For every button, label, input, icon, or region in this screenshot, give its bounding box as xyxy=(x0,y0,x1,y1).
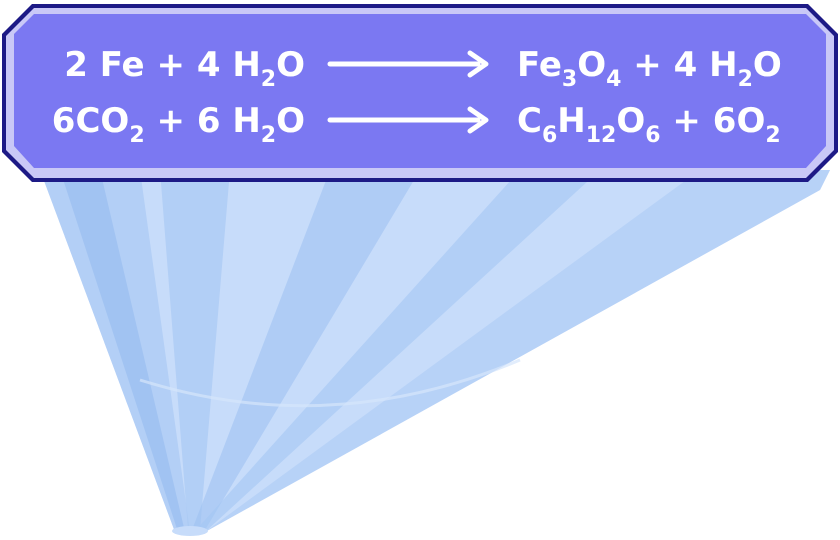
equation-1: 2 Fe + 4 H2O Fe3O4 + 4 H2O xyxy=(64,45,782,92)
eq1-products: Fe3O4 + 4 H2O xyxy=(517,45,782,92)
plus-sign: + xyxy=(156,101,185,141)
formula-text: O xyxy=(736,101,765,141)
plus-sign: + xyxy=(672,101,701,141)
formula-text: H xyxy=(557,101,585,141)
eq2-products: C6H12O6 + 6O2 xyxy=(517,101,781,148)
formula-text: 6 xyxy=(52,101,76,141)
subscript: 2 xyxy=(261,67,276,92)
formula-text: O xyxy=(276,45,305,85)
subscript: 2 xyxy=(129,123,144,148)
beam-tip xyxy=(172,526,208,536)
subscript: 6 xyxy=(645,123,660,148)
subscript: 2 xyxy=(765,123,780,148)
formula-text: 6 xyxy=(197,101,221,141)
formula-text: 4 xyxy=(197,45,221,85)
eq1-reactants: 2 Fe + 4 H2O xyxy=(64,45,305,92)
beam-streak-3 xyxy=(192,170,420,530)
formula-text: 4 xyxy=(674,45,698,85)
beam-streak-6 xyxy=(60,170,185,532)
eq2-reactants: 6CO2 + 6 H2O xyxy=(52,101,305,148)
formula-text: 6 xyxy=(713,101,737,141)
formula-text: H xyxy=(220,45,260,85)
subscript: 4 xyxy=(606,67,621,92)
formula-text: H xyxy=(220,101,260,141)
formula-text: O xyxy=(577,45,606,85)
subscript: 2 xyxy=(261,123,276,148)
subscript: 3 xyxy=(562,67,577,92)
formula-text: O xyxy=(276,101,305,141)
equation-banner xyxy=(2,4,838,182)
formula-text: C xyxy=(517,101,542,141)
formula-text: Fe xyxy=(517,45,562,85)
beam-streak-5 xyxy=(205,170,830,532)
equation-2: 6CO2 + 6 H2O C6H12O6 + 6O2 xyxy=(52,101,781,148)
beam-arc xyxy=(139,358,521,408)
right-arrow-icon xyxy=(327,106,489,134)
formula-text: 2 xyxy=(64,45,88,85)
formula-text: H xyxy=(697,45,737,85)
formula-text: O xyxy=(753,45,782,85)
formula-text: O xyxy=(616,101,645,141)
beam-streak-4 xyxy=(196,170,600,532)
formula-text: Fe xyxy=(88,45,145,85)
banner-face xyxy=(14,14,826,168)
subscript: 12 xyxy=(586,123,617,148)
subscript: 2 xyxy=(738,67,753,92)
formula-text: CO xyxy=(75,101,129,141)
right-arrow-icon xyxy=(327,50,489,78)
plus-sign: + xyxy=(633,45,662,85)
light-beam xyxy=(40,170,830,536)
beam-streak-2 xyxy=(160,170,230,530)
plus-sign: + xyxy=(156,45,185,85)
subscript: 6 xyxy=(542,123,557,148)
